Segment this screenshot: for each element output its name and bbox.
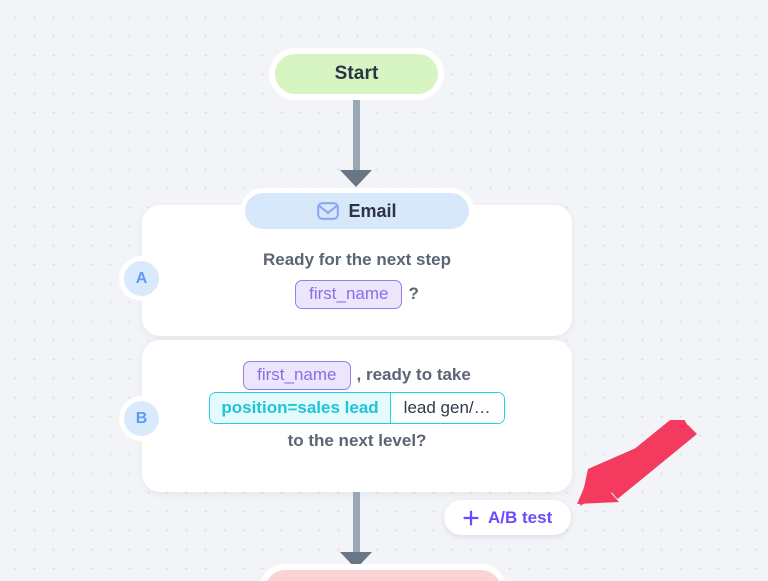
add-ab-test-label: A/B test (488, 507, 553, 527)
variant-badge-a-label: A (135, 269, 148, 287)
connector-start-to-email (353, 92, 360, 178)
conditional-token-result: lead gen/… (389, 393, 504, 423)
variable-token-first-name[interactable]: first_name (243, 360, 351, 390)
variant-b-line-2: position=sales lead lead gen/… (164, 392, 550, 424)
variant-b-text-2: to the next level? (287, 431, 427, 450)
variant-a-body: Ready for the next step first_name ? (142, 243, 572, 336)
connector-arrowhead-email (340, 170, 372, 187)
variable-token-first-name[interactable]: first_name (295, 279, 403, 309)
variant-b-body: first_name , ready to take position=sale… (142, 358, 572, 492)
variant-a-line-1: Ready for the next step (164, 243, 550, 277)
variant-badge-a[interactable]: A (124, 261, 159, 296)
node-email-header[interactable]: Email (245, 193, 469, 229)
plus-icon (463, 509, 479, 526)
conditional-token[interactable]: position=sales lead lead gen/… (209, 392, 505, 424)
variant-a-text-1: Ready for the next step (263, 250, 451, 269)
variant-badge-b-label: B (135, 409, 148, 427)
node-start-label: Start (334, 63, 379, 84)
node-next-step[interactable] (265, 570, 501, 581)
variant-a-text-2: ? (408, 284, 419, 303)
variant-badge-b[interactable]: B (124, 401, 159, 436)
node-start[interactable]: Start (275, 54, 438, 94)
envelope-icon (317, 202, 340, 220)
connector-email-to-next (353, 492, 360, 560)
node-email-label: Email (348, 200, 397, 221)
add-ab-test-button[interactable]: A/B test (444, 500, 572, 535)
variant-b-line-1: first_name , ready to take (164, 358, 550, 392)
variant-a-line-2: first_name ? (164, 277, 550, 311)
connector-arrowhead-next (340, 552, 372, 569)
annotation-arrow-icon (577, 420, 697, 506)
variant-b-text-1: , ready to take (356, 365, 471, 384)
conditional-token-condition: position=sales lead (210, 393, 390, 423)
variant-b-line-3: to the next level? (164, 424, 550, 458)
variant-card-b[interactable]: first_name , ready to take position=sale… (142, 340, 572, 492)
